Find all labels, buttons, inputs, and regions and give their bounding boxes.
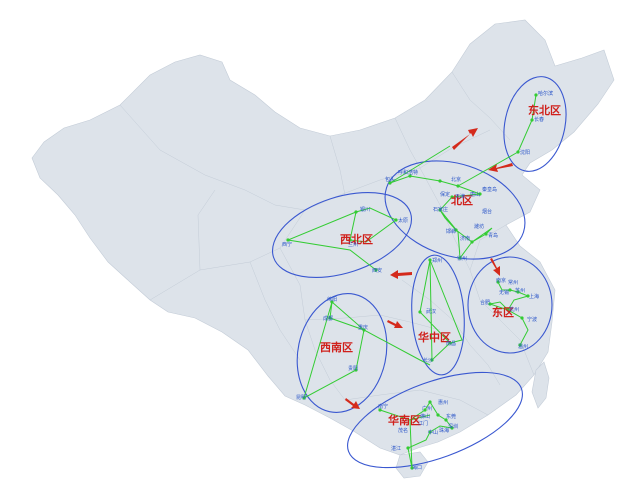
zone-central bbox=[411, 254, 465, 376]
city-label: 常州 bbox=[508, 279, 518, 286]
city-nodes bbox=[286, 93, 538, 470]
city-label: 惠州 bbox=[438, 399, 448, 406]
city-label: 南京 bbox=[496, 277, 506, 284]
city-label: 包头 bbox=[385, 176, 395, 183]
zone-south bbox=[347, 371, 523, 469]
zone-north bbox=[384, 160, 526, 260]
city-label: 石家庄 bbox=[433, 206, 448, 213]
city-label: 潍坊 bbox=[474, 223, 484, 230]
city-label: 长春 bbox=[534, 116, 544, 123]
region-label-northeast: 东北区 bbox=[528, 103, 561, 117]
city-label: 邯郸 bbox=[446, 228, 456, 235]
city-label: 南宁 bbox=[378, 403, 388, 410]
region-label-north: 北区 bbox=[451, 193, 473, 207]
taiwan-island bbox=[531, 361, 550, 409]
city-label: 合肥 bbox=[480, 299, 490, 306]
city-label: 太原 bbox=[398, 217, 408, 224]
city-label: 江门 bbox=[418, 420, 428, 427]
city-label: 杭州 bbox=[509, 306, 519, 313]
city-label: 上海 bbox=[529, 293, 539, 300]
city-label: 绵阳 bbox=[327, 296, 337, 303]
city-label: 苏州 bbox=[515, 287, 525, 294]
china-landmass bbox=[31, 19, 615, 456]
region-labels: 东北区 北区 西北区 华中区 东区 西南区 华南区 bbox=[320, 103, 561, 427]
zone-northwest bbox=[271, 192, 413, 278]
city-label: 长沙 bbox=[423, 357, 433, 364]
city-label: 武汉 bbox=[426, 308, 436, 315]
city-label: 天津 bbox=[455, 193, 465, 200]
city-label: 温州 bbox=[518, 343, 528, 350]
city-label: 兰州 bbox=[348, 241, 358, 248]
city-label: 西安 bbox=[372, 267, 382, 274]
city-label: 烟台 bbox=[482, 208, 492, 215]
arrow-southwest-to-central bbox=[387, 320, 403, 328]
city-label: 东莞 bbox=[446, 413, 456, 420]
city-label: 保定 bbox=[440, 191, 450, 198]
city-label: 成都 bbox=[323, 315, 333, 322]
city-label: 秦皇岛 bbox=[482, 186, 497, 193]
city-label: 银川 bbox=[360, 206, 370, 213]
city-label: 北京 bbox=[451, 176, 461, 183]
arrow-north-to-northeast bbox=[452, 128, 478, 150]
city-label: 青岛 bbox=[488, 232, 498, 239]
city-label: 广州 bbox=[422, 405, 432, 412]
arrow-southwest-to-south bbox=[345, 398, 360, 409]
city-label: 哈尔滨 bbox=[538, 90, 553, 97]
city-label: 西宁 bbox=[282, 241, 292, 248]
region-label-central: 华中区 bbox=[418, 330, 451, 344]
region-label-east: 东区 bbox=[492, 305, 514, 319]
region-label-northwest: 西北区 bbox=[340, 232, 373, 246]
city-labels: 哈尔滨 长春 沈阳 呼和浩特 包头 北京 天津 秦皇岛 石家庄 保定 唐山 济南… bbox=[282, 90, 553, 471]
city-label: 茂名 bbox=[398, 427, 408, 434]
city-label: 佛山 bbox=[420, 413, 430, 420]
city-label: 沈阳 bbox=[520, 149, 530, 156]
city-label: 宁波 bbox=[527, 316, 537, 323]
city-label: 徐州 bbox=[457, 255, 467, 262]
zone-northeast bbox=[503, 76, 567, 172]
city-label: 珠海 bbox=[439, 427, 449, 434]
arrow-northeast-to-north bbox=[488, 163, 513, 172]
zone-southwest bbox=[296, 293, 388, 413]
arrow-central-to-northwest bbox=[390, 270, 412, 279]
zone-east bbox=[467, 256, 553, 354]
flow-arrows bbox=[345, 128, 513, 409]
city-label: 中山 bbox=[428, 429, 438, 436]
city-label: 南昌 bbox=[446, 340, 456, 347]
city-label: 唐山 bbox=[470, 191, 480, 198]
city-label: 郑州 bbox=[432, 257, 442, 264]
city-label: 贵阳 bbox=[348, 365, 358, 372]
city-label: 呼和浩特 bbox=[398, 169, 418, 176]
region-label-south: 华南区 bbox=[388, 413, 421, 427]
province-borders bbox=[119, 71, 535, 416]
city-label: 济南 bbox=[460, 235, 470, 242]
region-label-southwest: 西南区 bbox=[320, 340, 353, 354]
city-label: 深圳 bbox=[448, 423, 458, 430]
city-label: 重庆 bbox=[358, 324, 368, 331]
city-label: 海口 bbox=[412, 464, 422, 471]
region-zones bbox=[271, 76, 567, 469]
city-label: 无锡 bbox=[499, 289, 509, 296]
city-label: 湛江 bbox=[391, 445, 401, 452]
arrow-north-to-east bbox=[490, 258, 500, 276]
city-label: 昆明 bbox=[296, 395, 306, 401]
